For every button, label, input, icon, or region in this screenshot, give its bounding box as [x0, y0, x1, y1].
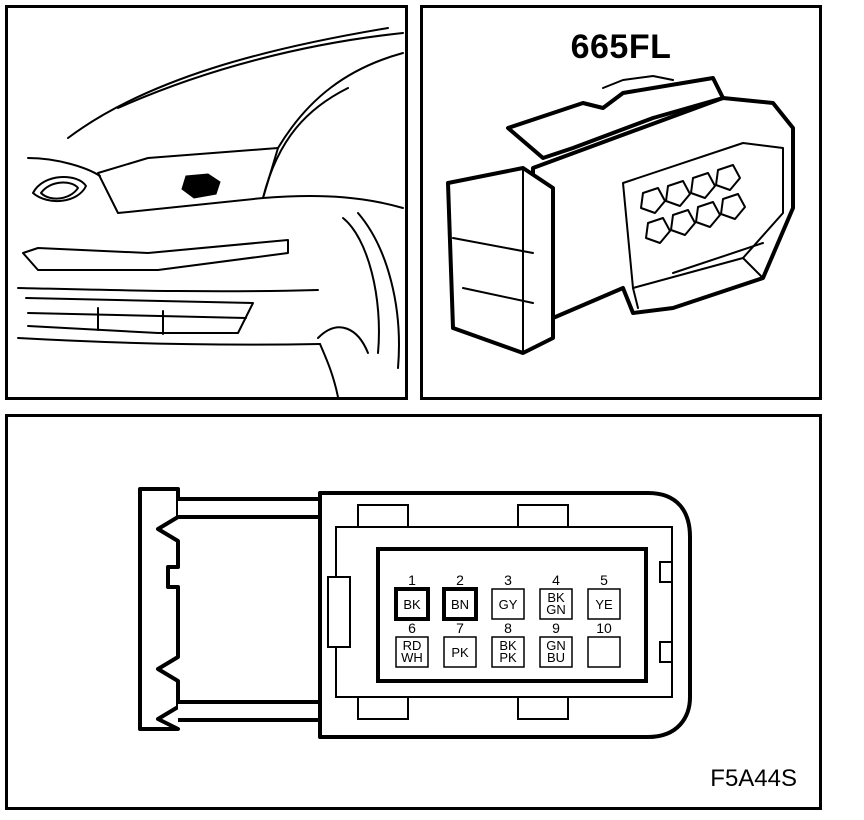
pin-wire-color-4-1: BK — [547, 590, 565, 605]
pin-wire-color-8-1: BK — [499, 638, 517, 653]
pin-wire-color-1: BK — [403, 597, 421, 612]
pin-number-6: 6 — [408, 620, 416, 636]
pin-wire-color-9-2: BU — [547, 650, 565, 665]
car-location-panel — [5, 5, 408, 400]
pin-number-5: 5 — [600, 572, 608, 588]
figure-code: F5A44S — [710, 765, 797, 792]
pin-wire-color-3: GY — [499, 597, 518, 612]
pin-number-8: 8 — [504, 620, 512, 636]
pin-wire-color-8-2: PK — [499, 650, 517, 665]
pin-number-10: 10 — [596, 620, 612, 636]
pin-box-4 — [539, 588, 573, 620]
pin-wire-color-2: BN — [451, 597, 469, 612]
pin-number-1: 1 — [408, 572, 416, 588]
pin-wire-color-4-2: GN — [546, 602, 566, 617]
pin-box-3 — [491, 588, 525, 620]
pin-number-3: 3 — [504, 572, 512, 588]
pin-box-9 — [539, 636, 573, 668]
pin-box-1 — [394, 587, 430, 621]
pin-wire-color-7: PK — [451, 645, 469, 660]
pin-box-10 — [587, 636, 621, 668]
pin-wire-color-5: YE — [595, 597, 613, 612]
pin-box-6 — [395, 636, 429, 668]
pin-box-5 — [587, 588, 621, 620]
connector-location-marker — [181, 173, 221, 199]
pin-box-2 — [442, 587, 478, 621]
pin-wire-color-6-1: RD — [403, 638, 422, 653]
pin-number-2: 2 — [456, 572, 464, 588]
pin-number-9: 9 — [552, 620, 560, 636]
pin-number-4: 4 — [552, 572, 560, 588]
car-front-illustration — [17, 27, 404, 397]
pin-wire-color-9-1: GN — [546, 638, 566, 653]
pin-box-7 — [443, 636, 477, 668]
connector-3d-illustration — [446, 75, 795, 355]
pin-wire-color-6-2: WH — [401, 650, 423, 665]
pin-box-8 — [491, 636, 525, 668]
connector-id-label: 665FL — [570, 28, 672, 66]
connector-view-panel: 665FL — [420, 5, 822, 400]
pin-number-7: 7 — [456, 620, 464, 636]
